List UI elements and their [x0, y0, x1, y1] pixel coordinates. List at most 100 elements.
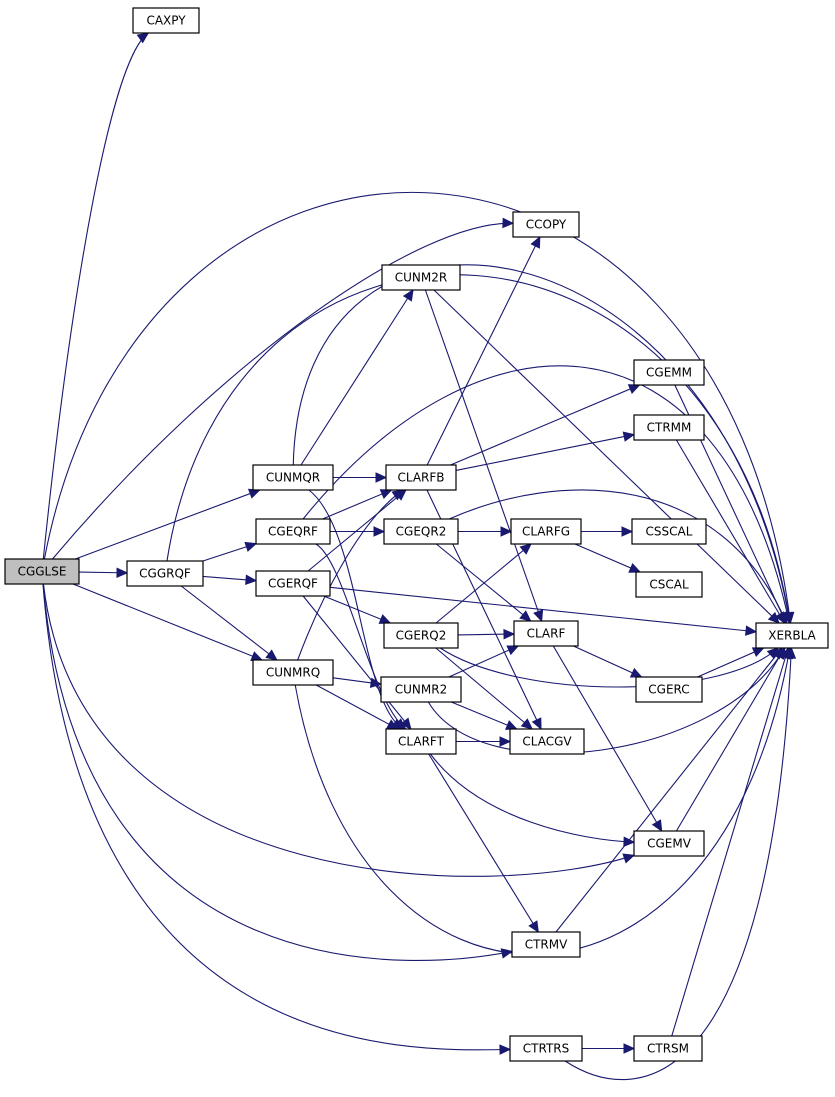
node-clarfb[interactable]: CLARFB [385, 464, 457, 491]
node-box-ctrtrs[interactable] [509, 1035, 583, 1062]
edge-cgerq2-to-clacgv [435, 647, 533, 730]
node-box-cunmr2[interactable] [380, 676, 462, 703]
node-cunmqr[interactable]: CUNMQR [252, 464, 334, 491]
node-cunmr2[interactable]: CUNMR2 [380, 676, 462, 703]
node-cgerq2[interactable]: CGERQ2 [383, 622, 459, 649]
node-cscal[interactable]: CSCAL [635, 571, 703, 598]
arrowhead-cgglse-to-cgemv [622, 853, 636, 864]
edge-cgglse-to-cunmrq [72, 583, 263, 661]
node-cgeqr2[interactable]: CGEQR2 [383, 518, 459, 545]
node-cgemm[interactable]: CGEMM [633, 359, 705, 386]
node-box-cgeqr2[interactable] [383, 518, 459, 545]
node-cgerc[interactable]: CGERC [635, 676, 703, 703]
node-cggrqf[interactable]: CGGRQF [126, 560, 204, 587]
node-clarfg[interactable]: CLARFG [510, 518, 582, 545]
arrowhead-cgerc-to-xerbla [751, 647, 765, 658]
arrowhead-cgglse-to-ccopy [502, 217, 515, 229]
node-box-csscal[interactable] [631, 518, 707, 545]
node-cgglse[interactable]: CGGLSE [4, 558, 80, 585]
node-box-xerbla[interactable] [755, 622, 829, 649]
arrowhead-cggrqf-to-cgerqf [245, 574, 258, 586]
node-box-ctrmm[interactable] [633, 414, 705, 441]
arrowhead-ctrmv-to-xerbla [771, 647, 783, 660]
edge-cgglse-to-caxpy [42, 32, 149, 560]
edge-cgglse-to-ctrmv [42, 583, 513, 962]
node-box-ctrsm[interactable] [633, 1035, 703, 1062]
node-box-cgemm[interactable] [633, 359, 705, 386]
node-clarft[interactable]: CLARFT [385, 728, 457, 755]
node-box-clarf[interactable] [513, 620, 579, 647]
node-label-ctrmm: CTRMM [647, 421, 692, 435]
node-xerbla[interactable]: XERBLA [755, 622, 829, 649]
arrowhead-cgglse-to-cunmrq [250, 651, 264, 661]
node-label-xerbla: XERBLA [768, 629, 816, 643]
node-box-cunmqr[interactable] [252, 464, 334, 491]
node-label-ctrtrs: CTRTRS [523, 1042, 569, 1056]
node-cunmrq[interactable]: CUNMRQ [252, 659, 334, 686]
edge-clarfb-to-ccopy [426, 236, 541, 466]
node-label-clacgv: CLACGV [522, 735, 572, 749]
node-ctrsm[interactable]: CTRSM [633, 1035, 703, 1062]
arrowhead-cgerq2-to-clacgv [520, 718, 534, 730]
node-box-caxpy[interactable] [132, 7, 200, 34]
node-box-cgeqrf[interactable] [255, 518, 331, 545]
edge-clarfb-to-cgemm [450, 384, 640, 466]
node-box-cgerc[interactable] [635, 676, 703, 703]
node-ctrmv[interactable]: CTRMV [511, 931, 581, 958]
node-box-clarfb[interactable] [385, 464, 457, 491]
edge-clarft-to-ctrmv [428, 753, 539, 933]
arrowhead-cgeqrf-to-cgeqr2 [373, 526, 386, 537]
node-box-ccopy[interactable] [512, 211, 580, 238]
node-label-cgerqf: CGERQF [268, 577, 318, 591]
node-ctrmm[interactable]: CTRMM [633, 414, 705, 441]
node-box-clarft[interactable] [385, 728, 457, 755]
arrowhead-cgeqrf-to-clarfb [379, 489, 393, 499]
node-clacgv[interactable]: CLACGV [509, 728, 585, 755]
edge-clarft-to-cgemv [429, 753, 635, 843]
node-cunm2r[interactable]: CUNM2R [381, 264, 461, 291]
node-label-ctrsm: CTRSM [647, 1042, 689, 1056]
edge-cgglse-to-cgemv [42, 583, 635, 877]
node-label-cgemm: CGEMM [646, 366, 692, 380]
node-box-cscal[interactable] [635, 571, 703, 598]
arrowhead-cunm2r-to-clarf [533, 609, 544, 623]
node-label-cgemv: CGEMV [647, 837, 692, 851]
arrowhead-cgglse-to-ctrtrs [499, 1044, 512, 1055]
arrowhead-clarf-to-cgemv [651, 819, 663, 833]
node-clarf[interactable]: CLARF [513, 620, 579, 647]
edge-cgeqr2-to-xerbla [449, 489, 788, 624]
edge-cgemv-to-xerbla [675, 647, 786, 832]
node-box-cunm2r[interactable] [381, 264, 461, 291]
arrowhead-cgeqr2-to-clarf [519, 610, 532, 622]
arrowhead-clarfb-to-ctrmm [622, 431, 636, 442]
node-ctrtrs[interactable]: CTRTRS [509, 1035, 583, 1062]
node-ccopy[interactable]: CCOPY [512, 211, 580, 238]
node-box-cggrqf[interactable] [126, 560, 204, 587]
node-cgerqf[interactable]: CGERQF [255, 570, 331, 597]
node-box-ctrmv[interactable] [511, 931, 581, 958]
node-cgeqrf[interactable]: CGEQRF [255, 518, 331, 545]
arrowhead-clarfb-to-ccopy [530, 235, 541, 249]
edge-cunmrq-to-xerbla [294, 647, 791, 955]
edge-clarf-to-cgemv [552, 645, 663, 832]
node-label-cunmrq: CUNMRQ [266, 666, 320, 680]
node-box-clacgv[interactable] [509, 728, 585, 755]
node-box-cgerq2[interactable] [383, 622, 459, 649]
node-caxpy[interactable]: CAXPY [132, 7, 200, 34]
edge-ctrmm-to-xerbla [675, 439, 786, 624]
node-label-clarfg: CLARFG [522, 525, 570, 539]
arrowhead-cunmr2-to-clacgv [504, 720, 518, 730]
node-box-cgerqf[interactable] [255, 570, 331, 597]
node-box-cgglse[interactable] [4, 558, 80, 585]
node-box-cunmrq[interactable] [252, 659, 334, 686]
edge-cgeqrf-to-clarfb [322, 489, 392, 520]
arrowhead-clarfg-to-cscal [628, 563, 642, 573]
node-box-clarfg[interactable] [510, 518, 582, 545]
arrowhead-cgerq2-to-clarfg [519, 543, 532, 555]
node-cgemv[interactable]: CGEMV [633, 830, 705, 857]
arrowhead-cgglse-to-cggrqf [116, 567, 129, 578]
node-box-cgemv[interactable] [633, 830, 705, 857]
node-csscal[interactable]: CSSCAL [631, 518, 707, 545]
arrowhead-ctrtrs-to-ctrsm [623, 1043, 636, 1054]
